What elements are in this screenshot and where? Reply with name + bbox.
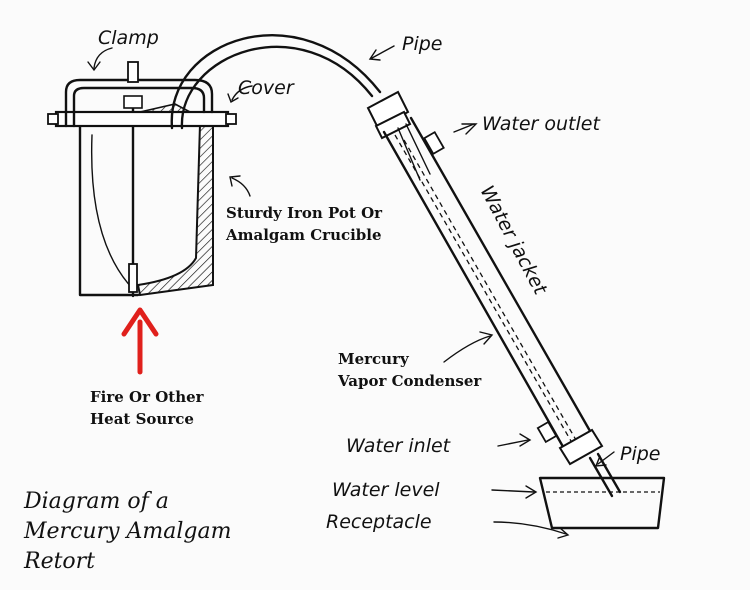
label-pot-line2: Amalgam Crucible (225, 226, 382, 244)
label-cover: Cover (238, 77, 295, 99)
title-line1: Diagram of a (23, 489, 169, 514)
label-condenser-line2: Vapor Condenser (337, 372, 482, 390)
label-water-jacket: Water jacket (476, 182, 552, 300)
label-heat-line1: Fire Or Other (90, 388, 205, 406)
title-line2: Mercury Amalgam (23, 519, 231, 544)
label-heat-line2: Heat Source (90, 410, 194, 428)
pot-cover (47, 103, 237, 128)
label-receptacle: Receptacle (326, 511, 432, 533)
label-pot-line1: Sturdy Iron Pot Or (226, 204, 383, 222)
pot-clamp (64, 61, 214, 128)
leader-lines (87, 45, 615, 539)
heat-arrow (121, 307, 159, 375)
label-pipe-top: Pipe (402, 33, 443, 55)
title-line3: Retort (23, 549, 95, 574)
label-water-inlet: Water inlet (346, 435, 452, 457)
vapor-pipe (170, 34, 382, 130)
receptacle (538, 476, 666, 530)
label-pipe-bottom: Pipe (620, 443, 661, 465)
label-condenser-line1: Mercury (338, 350, 410, 368)
condenser (366, 90, 622, 498)
label-water-outlet: Water outlet (482, 113, 601, 135)
label-clamp: Clamp (98, 27, 159, 49)
label-water-level: Water level (332, 479, 440, 501)
iron-pot (78, 98, 214, 298)
